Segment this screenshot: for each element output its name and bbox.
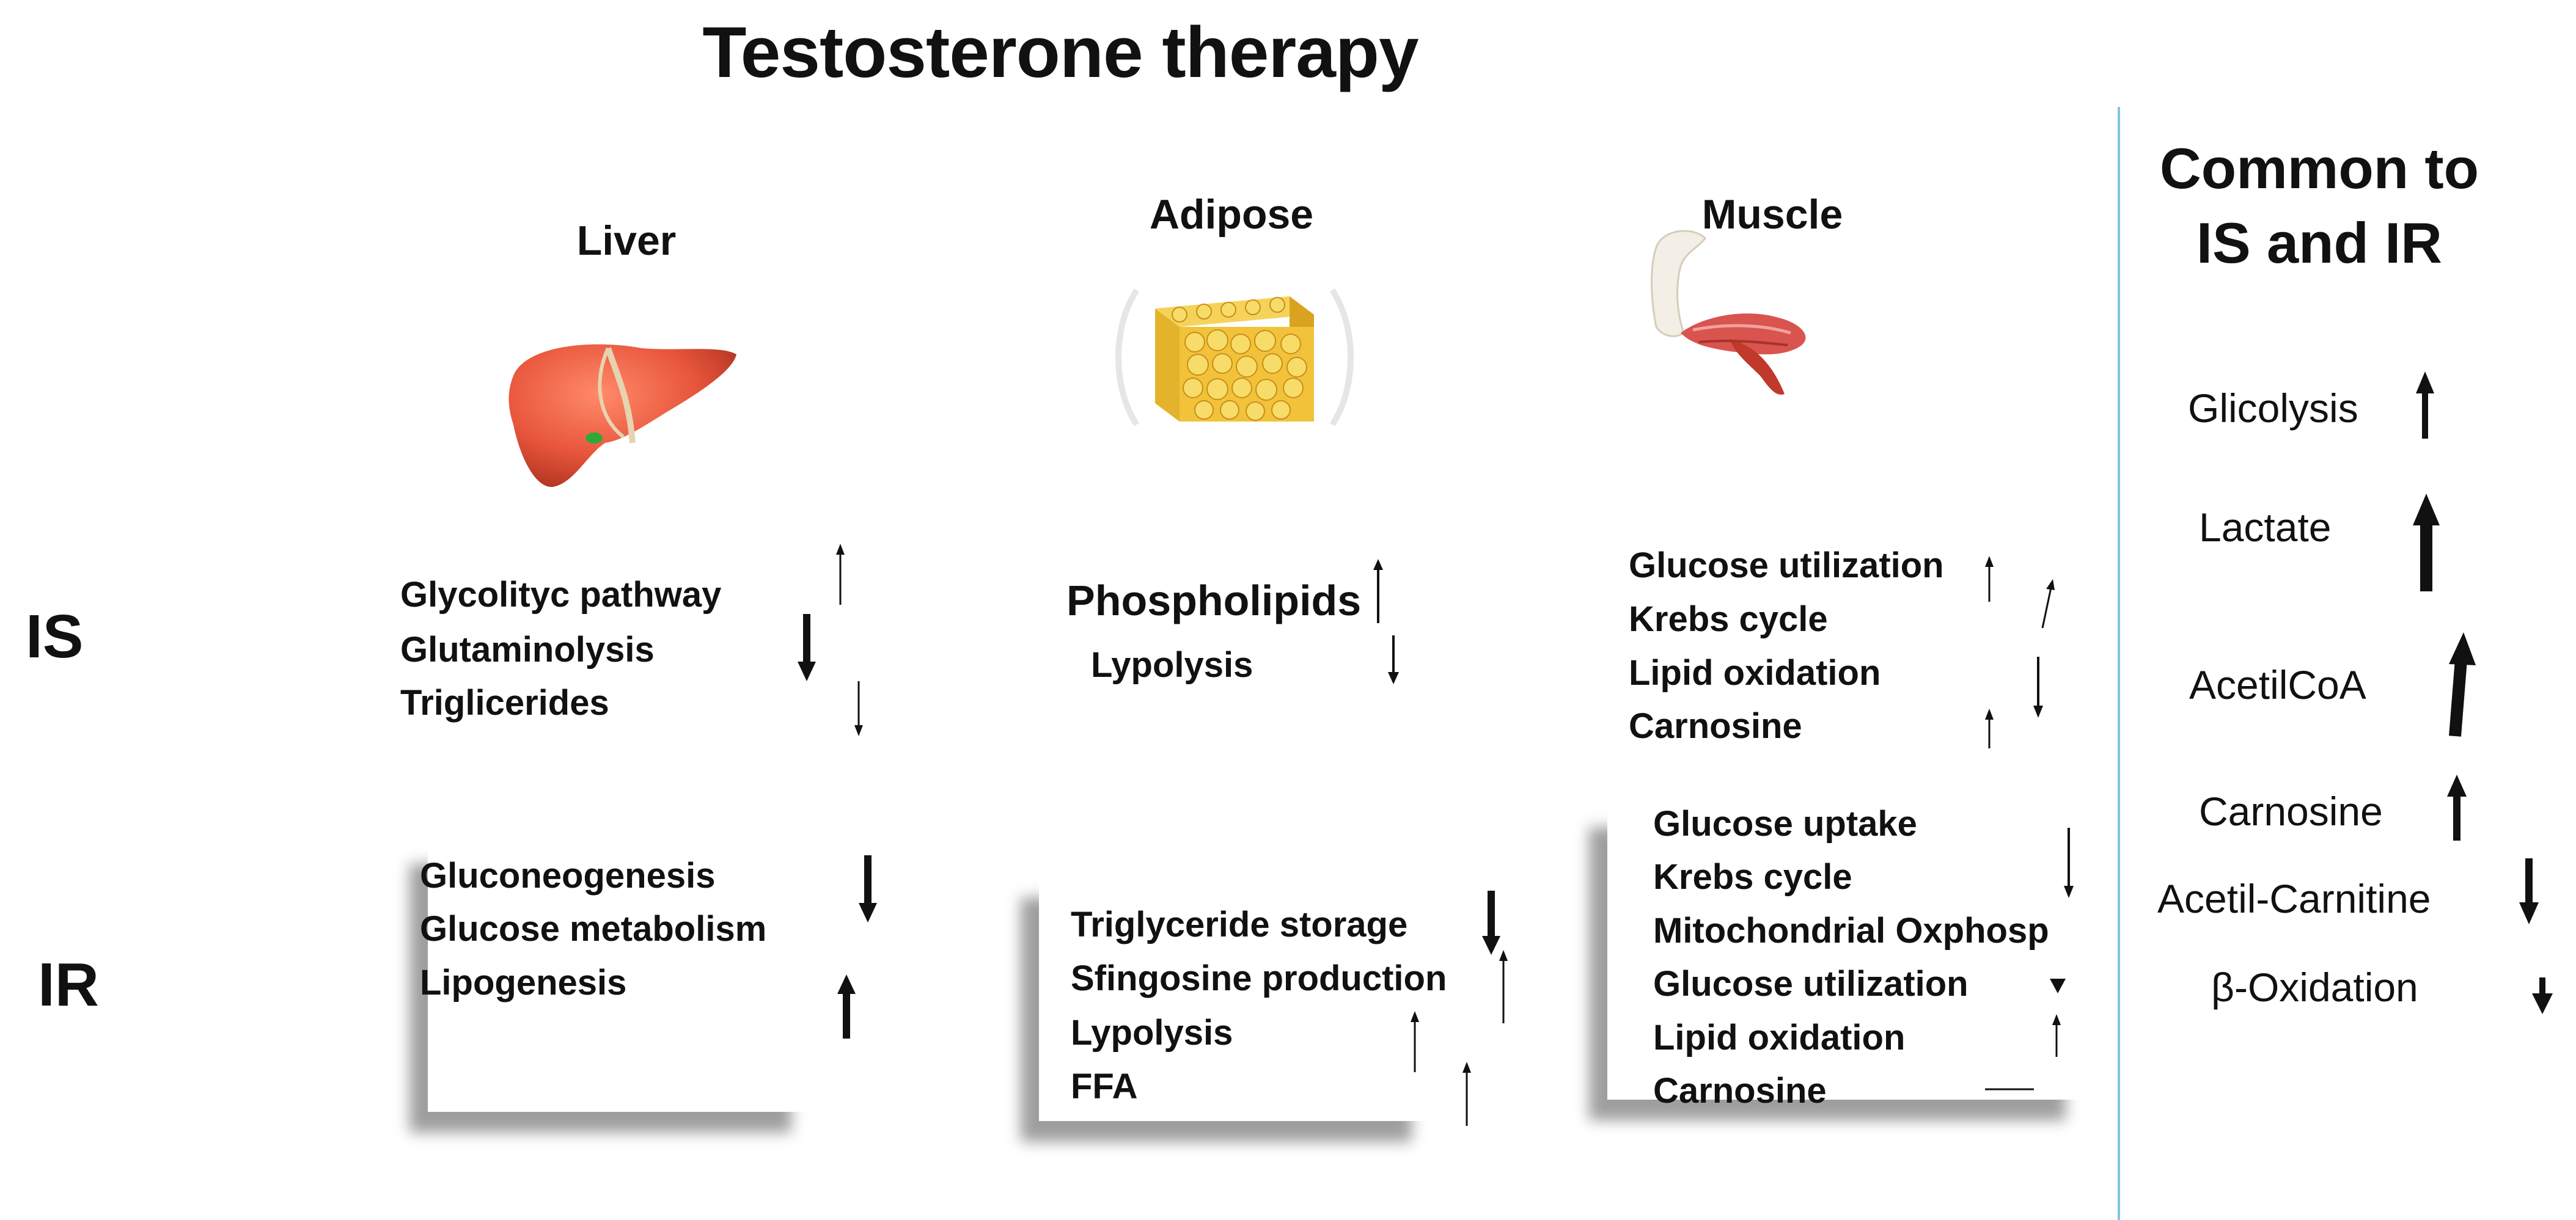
common-title-line-2: IS and IR (2196, 211, 2443, 276)
common-item: AcetilCoA (2189, 662, 2366, 707)
liver-ir-item: Glucose metabolism (420, 909, 767, 949)
common-item: Glicolysis (2188, 385, 2358, 431)
adipose-ir-panel (1039, 877, 1430, 1121)
common-title-line-1: Common to (2159, 136, 2479, 200)
row-label-ir: IR (38, 951, 99, 1019)
up-arrow-icon (837, 974, 856, 1039)
common-section-title: Common to IS and IR (2105, 131, 2533, 280)
up-arrow-icon (1462, 1062, 1471, 1126)
muscle-is-item: Krebs cycle (1629, 599, 1828, 639)
liver-icon (508, 344, 736, 488)
common-item: Lactate (2199, 505, 2332, 550)
row-label-is: IS (26, 602, 84, 671)
up-arrow-icon (1499, 950, 1508, 1023)
muscle-ir-item: Mitochondrial Oxphosp (1653, 911, 2049, 951)
muscle-ir-item: Krebs cycle (1653, 857, 1852, 897)
down-arrow-icon (2033, 657, 2043, 718)
muscle-ir-item: Carnosine (1653, 1071, 1827, 1111)
liver-ir-item: Gluconeogenesis (420, 856, 716, 896)
up-arrow-icon (1411, 1011, 1419, 1072)
down-arrow-icon (1482, 891, 1500, 955)
column-header-adipose: Adipose (1149, 191, 1314, 238)
up-arrow-icon (2449, 632, 2476, 737)
up-arrow-icon (2447, 775, 2467, 841)
liver-is-item: Glycolityc pathway (400, 575, 722, 615)
down-arrow-icon (859, 855, 877, 922)
muscle-ir-item: Lipid oxidation (1653, 1018, 1906, 1057)
down-arrow-icon (2050, 979, 2066, 993)
column-header-liver: Liver (576, 217, 677, 264)
down-arrow-icon (798, 614, 816, 681)
adipose-is-lypolysis: Lypolysis (1091, 645, 1253, 685)
up-arrow-icon (2041, 579, 2055, 629)
liver-is-item: Triglicerides (400, 683, 609, 723)
common-item: Acetil-Carnitine (2157, 876, 2431, 921)
section-divider (2118, 107, 2120, 1220)
adipose-is-phospholipids: Phospholipids (1066, 577, 1362, 624)
liver-is-item: Glutaminolysis (400, 630, 655, 670)
muscle-is-item: Carnosine (1629, 706, 1802, 746)
down-arrow-icon (1388, 635, 1399, 684)
down-arrow-icon (854, 681, 863, 736)
liver-ir-item: Lipogenesis (420, 963, 627, 1003)
muscle-is-item: Lipid oxidation (1629, 653, 1881, 693)
muscle-is-item: Glucose utilization (1629, 546, 1944, 585)
muscle-ir-item: Glucose utilization (1653, 964, 1969, 1004)
adipose-ir-item: Triglyceride storage (1071, 905, 1408, 944)
up-arrow-icon (2416, 371, 2434, 439)
up-arrow-icon (2413, 494, 2440, 591)
up-arrow-icon (2052, 1014, 2061, 1057)
adipose-ir-item: Lypolysis (1071, 1013, 1233, 1053)
liver-ir-panel (428, 843, 810, 1112)
down-arrow-icon (2532, 977, 2553, 1014)
up-arrow-icon (836, 544, 845, 605)
adipose-tissue-icon (1115, 288, 1354, 426)
up-arrow-icon (1985, 556, 1994, 602)
common-item: β-Oxidation (2211, 965, 2418, 1010)
muscle-ir-item: Glucose uptake (1653, 804, 1917, 844)
diagram-title: Testosterone therapy (702, 12, 1418, 93)
common-item: Carnosine (2199, 789, 2383, 834)
up-arrow-icon (1985, 709, 1994, 748)
up-arrow-icon (1373, 559, 1383, 623)
adipose-ir-item: FFA (1071, 1067, 1138, 1106)
down-arrow-icon (2519, 858, 2539, 924)
no-change-dash-icon (1985, 1088, 2034, 1090)
muscle-arm-icon (1651, 230, 1806, 395)
adipose-ir-item: Sfingosine production (1071, 959, 1447, 998)
column-header-muscle: Muscle (1701, 191, 1843, 238)
muscle-ir-panel (1607, 806, 2084, 1100)
down-arrow-icon (2064, 828, 2074, 898)
